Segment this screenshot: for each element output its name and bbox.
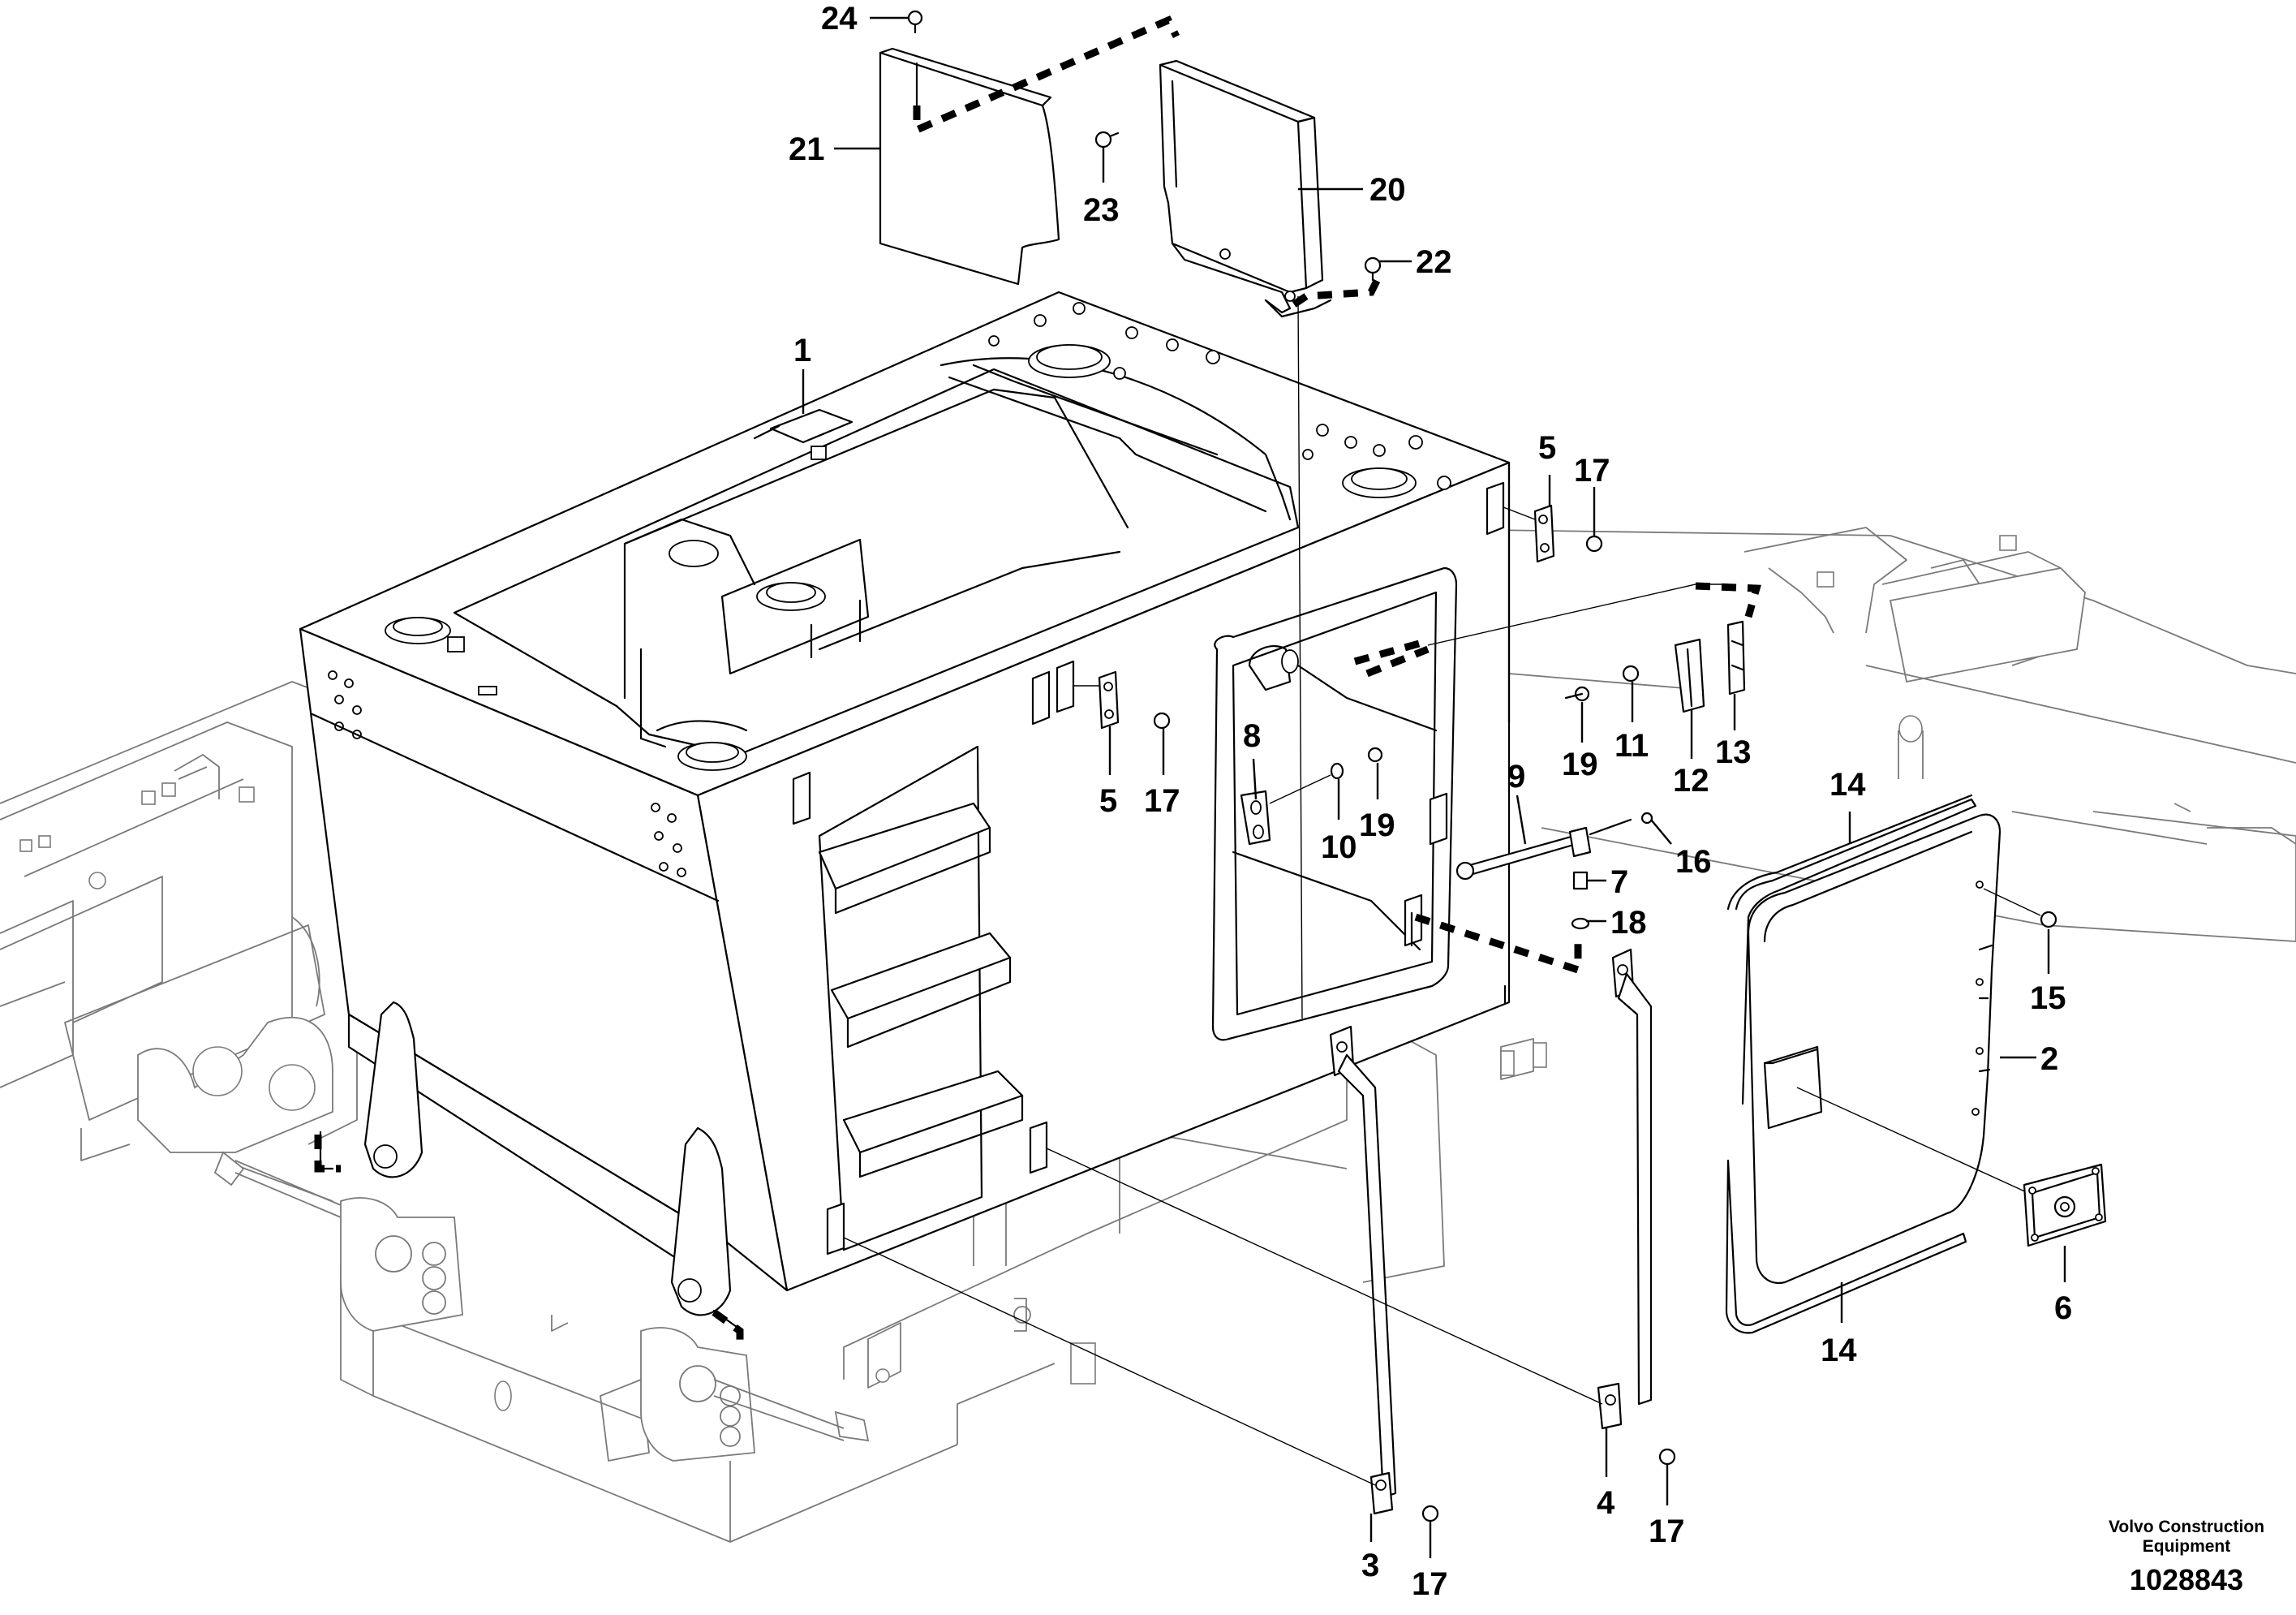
callout-17a: 17: [1574, 453, 1610, 489]
document-number: 1028843: [2129, 1563, 2244, 1596]
callout-21: 21: [789, 131, 825, 167]
bolt-23: [1094, 131, 1120, 149]
callout-11: 11: [1615, 728, 1649, 764]
gas-strut-9: [1455, 812, 1653, 930]
cover-plate-21: [879, 15, 1180, 286]
background-chassis: [0, 527, 2296, 1543]
callout-1: 1: [793, 333, 811, 368]
callout-8: 8: [1243, 718, 1261, 754]
callout-5b: 5: [1099, 783, 1117, 819]
callout-5a: 5: [1538, 430, 1556, 466]
door-lock-6: [2023, 1163, 2107, 1247]
bracket-8: [1240, 747, 1383, 846]
credit-line-2: Equipment: [2142, 1537, 2231, 1556]
grab-handle-3: [843, 1025, 1439, 1522]
callout-15: 15: [2030, 980, 2066, 1016]
callout-19a: 19: [1359, 808, 1395, 843]
callout-4: 4: [1597, 1485, 1615, 1521]
callout-2: 2: [2040, 1041, 2058, 1077]
door-seal-14-upper: [1726, 794, 1977, 1105]
bolt-15: [1983, 888, 2057, 928]
callout-labels: 24 21 20 23 22 1 5 17 5 17 8 10 19 9 7 1…: [789, 1, 2072, 1602]
callout-16: 16: [1675, 844, 1712, 880]
callout-14a: 14: [1829, 767, 1866, 803]
callout-23: 23: [1083, 192, 1120, 228]
hinge-12: [1564, 620, 1746, 713]
callout-6: 6: [2054, 1290, 2072, 1326]
credit-line-1: Volvo Construction: [2108, 1518, 2265, 1536]
callout-17b: 17: [1144, 783, 1180, 819]
door-2: [1747, 813, 2029, 1285]
callout-22: 22: [1416, 244, 1452, 280]
callout-17d: 17: [1649, 1514, 1685, 1549]
callout-19b: 19: [1562, 747, 1598, 782]
lower-mounts: [213, 1151, 1031, 1462]
leader-lines: [802, 16, 2066, 1558]
callout-3: 3: [1361, 1548, 1379, 1583]
bolt-22: [1364, 256, 1382, 282]
callout-7: 7: [1610, 864, 1628, 900]
callout-9: 9: [1507, 759, 1525, 795]
callout-20: 20: [1369, 172, 1406, 208]
callout-10: 10: [1321, 829, 1357, 865]
grab-handle-4: [1046, 948, 1676, 1466]
callout-18: 18: [1610, 905, 1647, 941]
callout-14b: 14: [1821, 1333, 1857, 1368]
link-5-left: [1073, 670, 1171, 730]
door-seal-14-lower: [1725, 1159, 1967, 1334]
callout-12: 12: [1673, 763, 1709, 799]
publisher-credit: Volvo Construction Equipment 1028843: [2093, 1518, 2280, 1599]
cover-plate-20: [1159, 59, 1383, 318]
bolt-24: [907, 10, 923, 34]
link-5-right: [1503, 504, 1603, 563]
cab-base-frame: [299, 291, 1511, 1347]
callout-13: 13: [1715, 734, 1752, 770]
callout-17c: 17: [1412, 1566, 1448, 1602]
callout-24: 24: [821, 1, 858, 37]
